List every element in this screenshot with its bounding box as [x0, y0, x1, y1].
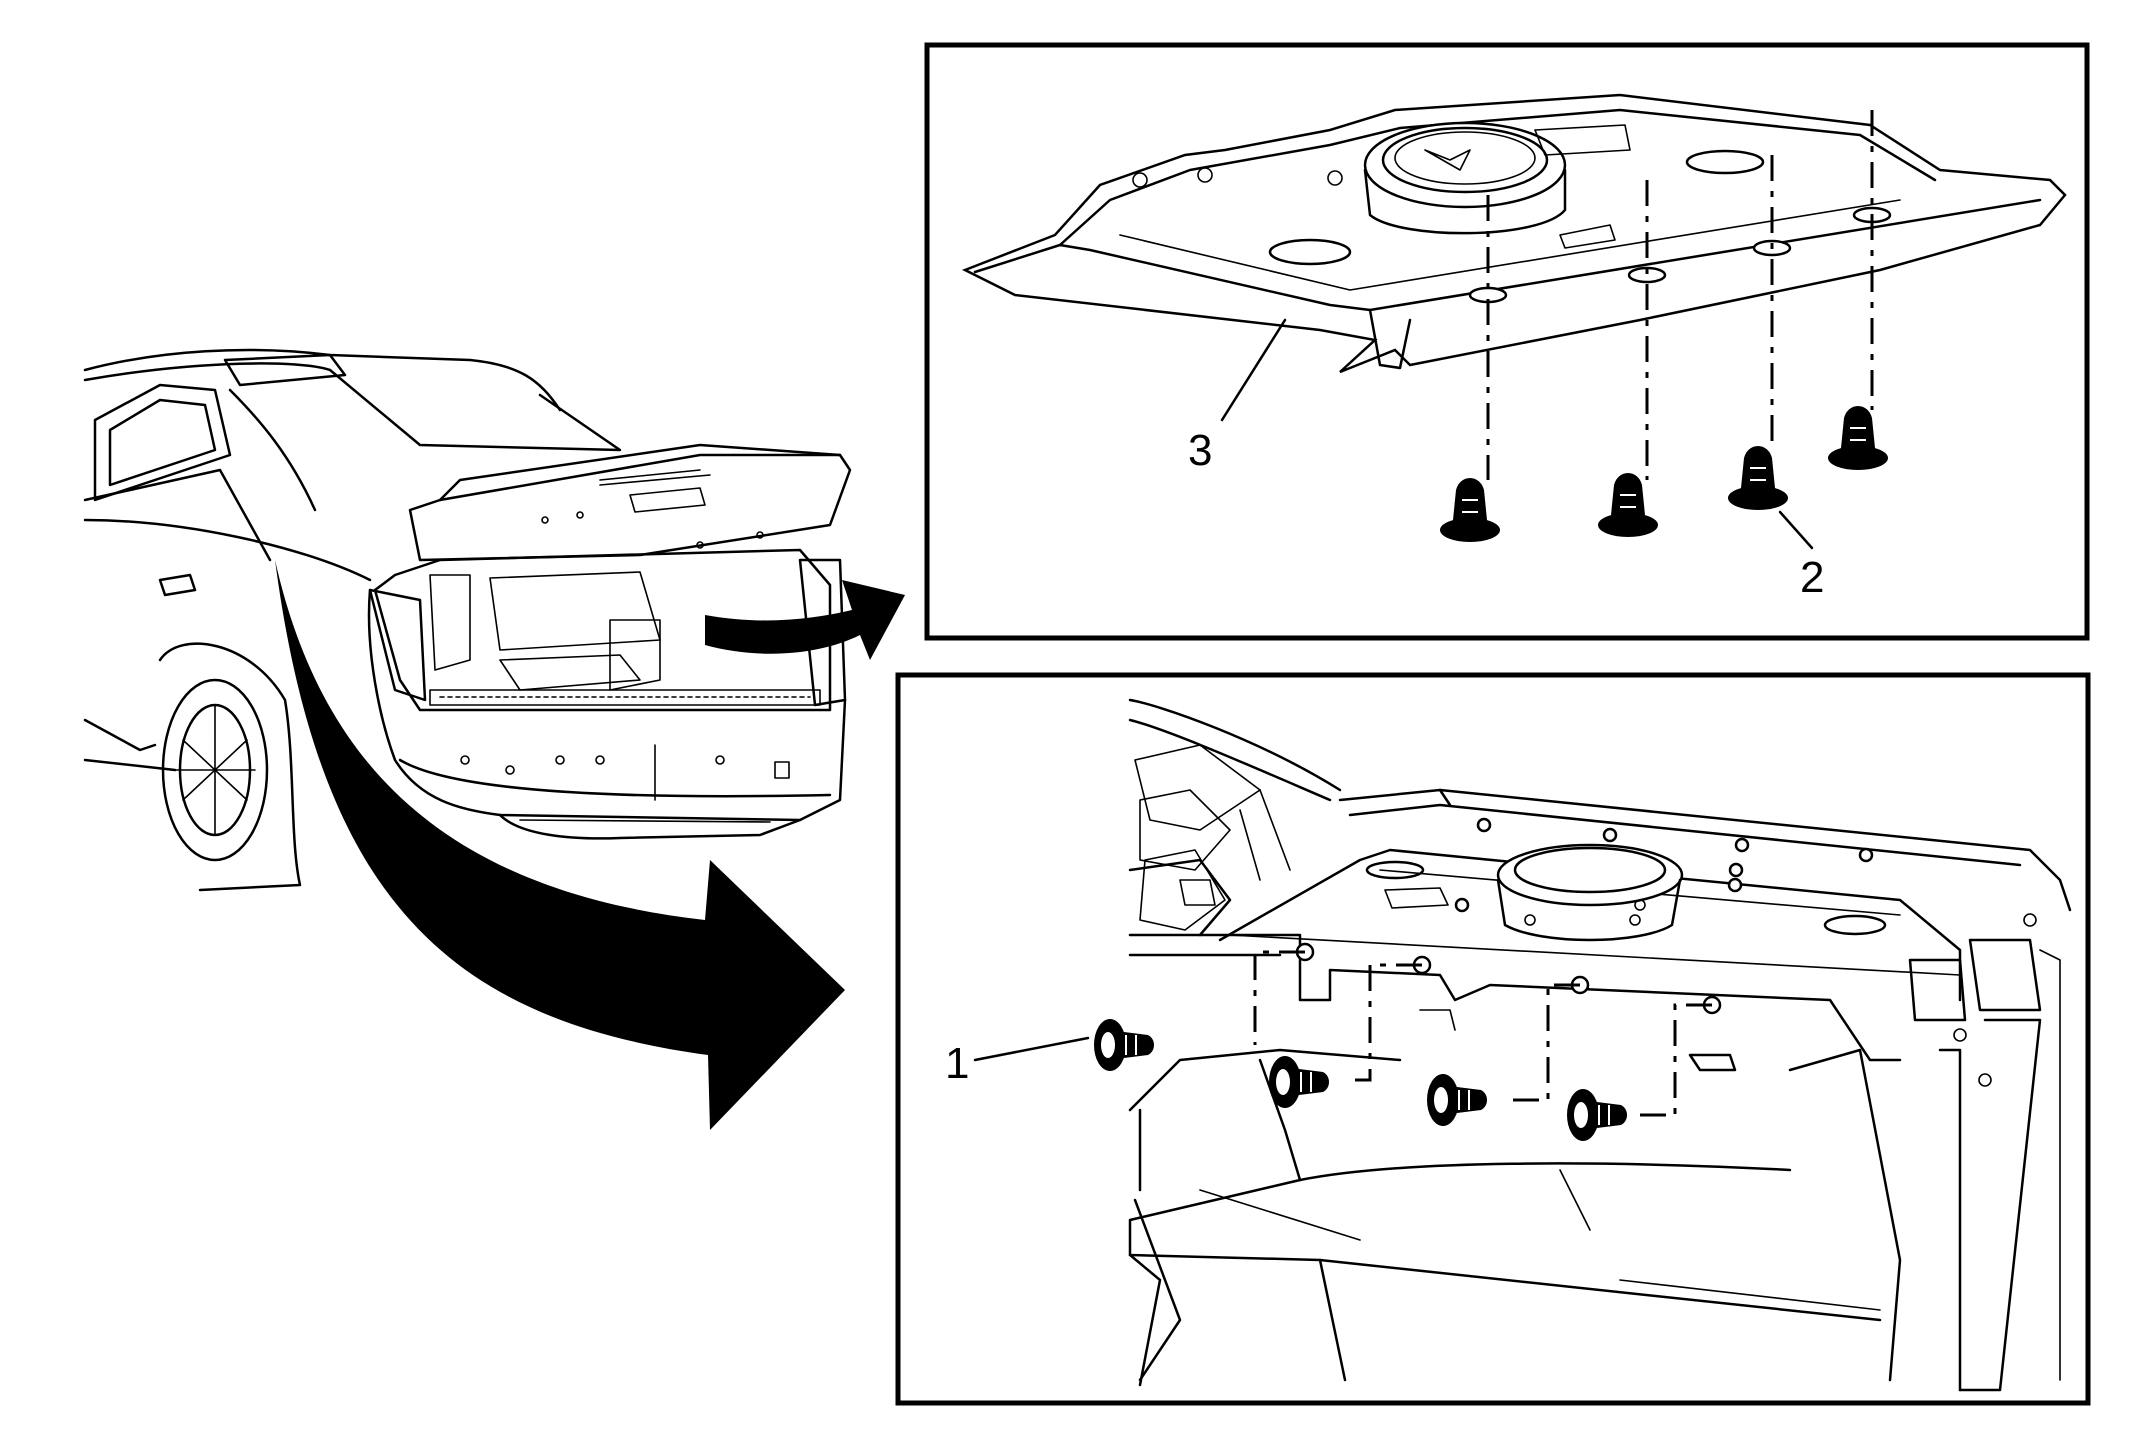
- callout-1: 1: [945, 1039, 969, 1088]
- vehicle-illustration: [83, 348, 852, 892]
- arrow-to-upper-detail: [705, 580, 905, 660]
- screw-fastener-group: [1094, 1019, 1627, 1141]
- push-pin-fastener-group: [1440, 406, 1888, 542]
- lower-alignment-lines: [1253, 950, 1712, 1117]
- leader-line-screw: [973, 1036, 1090, 1062]
- rear-shelf-panel: [961, 93, 2067, 374]
- upper-alignment-lines: [1486, 110, 1874, 480]
- leader-line-shelf: [1220, 318, 1287, 422]
- arrow-to-lower-detail: [275, 560, 845, 1130]
- callout-3: 3: [1188, 426, 1212, 475]
- callout-2: 2: [1800, 553, 1824, 602]
- leader-line-push-pin: [1778, 510, 1814, 550]
